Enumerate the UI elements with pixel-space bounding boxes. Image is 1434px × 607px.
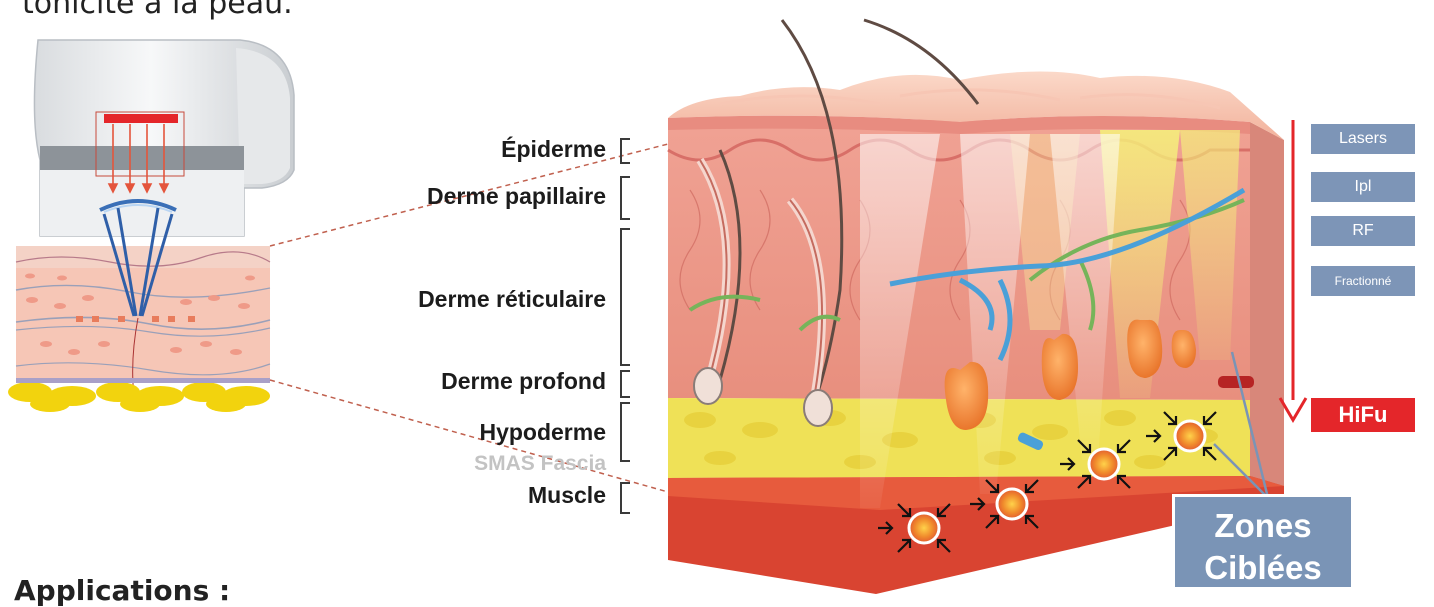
bracket-papillary-dermis	[620, 176, 630, 220]
bracket-reticular-dermis	[620, 228, 630, 366]
bracket-muscle	[620, 482, 630, 514]
bracket-hypodermis	[620, 402, 630, 462]
bracket-epidermis	[620, 138, 630, 164]
targeted-zones-line1: Zones	[1175, 505, 1351, 547]
tech-fractional-label: Fractionné	[1311, 266, 1415, 296]
label-epidermis: Épiderme	[306, 136, 606, 163]
label-deep-dermis: Derme profond	[306, 368, 606, 395]
label-reticular-dermis: Derme réticulaire	[306, 286, 606, 313]
label-muscle: Muscle	[306, 482, 606, 509]
label-smas-fascia: SMAS Fascia	[306, 452, 606, 476]
tech-rf-label: RF	[1311, 216, 1415, 246]
label-hypodermis: Hypoderme	[306, 419, 606, 446]
tech-lasers-label: Lasers	[1311, 124, 1415, 154]
targeted-zones-line2: Ciblées	[1175, 547, 1351, 589]
targeted-zones-label: Zones Ciblées	[1172, 494, 1354, 590]
hifu-device-illustration	[8, 40, 294, 412]
bracket-deep-dermis	[620, 370, 630, 398]
tech-ipl-label: Ipl	[1311, 172, 1415, 202]
tech-hifu-label: HiFu	[1311, 398, 1415, 432]
label-papillary-dermis: Derme papillaire	[306, 183, 606, 210]
